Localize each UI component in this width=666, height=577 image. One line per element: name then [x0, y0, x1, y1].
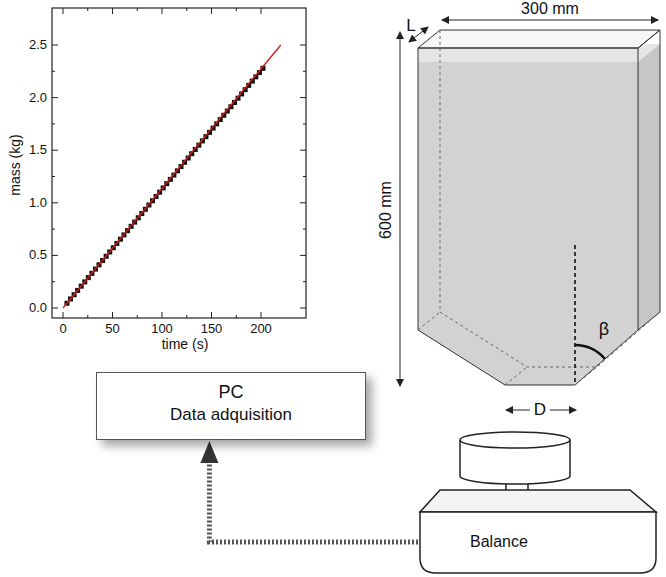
- tick: [52, 308, 58, 309]
- axis-ticks: [52, 8, 306, 318]
- tick: [52, 45, 58, 46]
- balance-outline: [418, 488, 658, 575]
- tick: [52, 255, 58, 256]
- tick: [52, 97, 58, 98]
- computer-box: PCData adquisition: [96, 372, 366, 440]
- tick: [52, 123, 55, 124]
- tick: [63, 8, 64, 14]
- tick: [186, 315, 187, 318]
- tick: [211, 312, 212, 318]
- tick-label: 200: [250, 322, 272, 336]
- tick: [300, 255, 306, 256]
- tick: [303, 229, 306, 230]
- tick: [300, 97, 306, 98]
- tick: [52, 71, 55, 72]
- tick: [300, 202, 306, 203]
- tick: [303, 123, 306, 124]
- tick: [52, 150, 58, 151]
- dimension-label: L: [406, 17, 415, 36]
- fit-line: [63, 45, 281, 308]
- tick: [261, 8, 262, 14]
- tick-label: 1.5: [29, 143, 47, 157]
- axis-title: mass (kg): [8, 134, 23, 195]
- node-title: PC: [97, 381, 365, 404]
- node-title: Balance: [470, 532, 528, 553]
- tick: [162, 8, 163, 14]
- tick: [87, 315, 88, 318]
- tick: [52, 281, 55, 282]
- tick: [236, 315, 237, 318]
- axis-title: time (s): [162, 337, 209, 352]
- tick: [112, 8, 113, 14]
- tick: [52, 202, 58, 203]
- plot-frame: [52, 8, 306, 318]
- balance-base: Balance: [418, 488, 658, 575]
- tick: [303, 71, 306, 72]
- tick: [261, 312, 262, 318]
- node-body: Data adquisition: [97, 404, 365, 426]
- tick: [63, 312, 64, 318]
- tick-label: 2.5: [29, 38, 47, 52]
- hopper-container: [418, 30, 660, 385]
- tick: [303, 281, 306, 282]
- tick: [112, 312, 113, 318]
- tick: [52, 176, 55, 177]
- dimension-label: 300 mm: [521, 0, 579, 18]
- angle-label: β: [599, 320, 609, 340]
- tick: [300, 150, 306, 151]
- tick-label: 0.0: [29, 301, 47, 315]
- balance-pan: [460, 432, 570, 492]
- tick-label: 1.0: [29, 196, 47, 210]
- tick: [303, 176, 306, 177]
- tick-label: 100: [151, 322, 173, 336]
- tick: [300, 45, 306, 46]
- dimension-label: D: [532, 401, 548, 420]
- tick: [52, 229, 55, 230]
- data-link-arrow: [200, 441, 418, 542]
- tick: [87, 8, 88, 11]
- tick: [137, 8, 138, 11]
- tick-label: 50: [105, 322, 119, 336]
- tick: [236, 8, 237, 11]
- tick: [137, 315, 138, 318]
- tick: [300, 308, 306, 309]
- tick: [162, 312, 163, 318]
- tick-label: 2.0: [29, 90, 47, 104]
- tick-label: 0.5: [29, 248, 47, 262]
- tick-label: 0: [59, 322, 66, 336]
- tick: [211, 8, 212, 14]
- tick: [186, 8, 187, 11]
- dimension-label: 600 mm: [377, 181, 395, 239]
- tick-label: 150: [201, 322, 223, 336]
